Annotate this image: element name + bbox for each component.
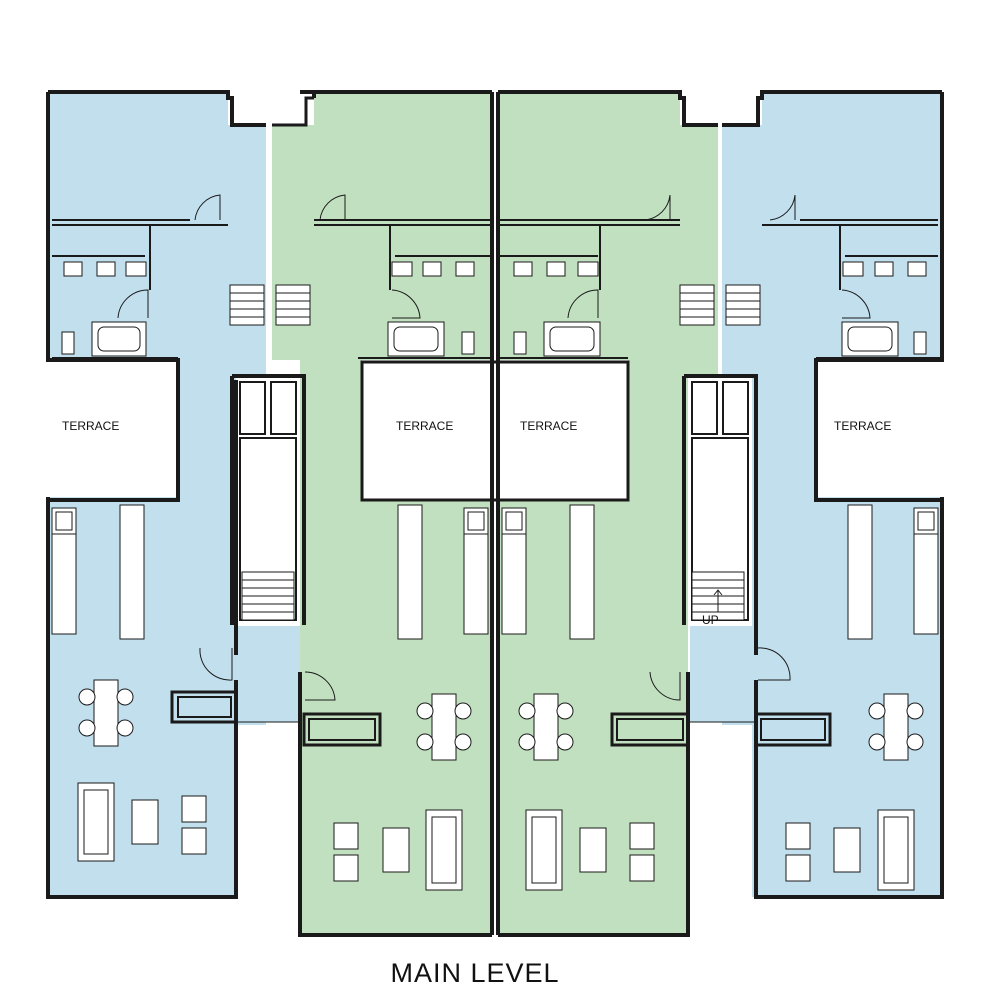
unit-2-side-floor <box>300 360 362 500</box>
unit-3-side-floor <box>628 360 688 500</box>
doors <box>117 194 871 701</box>
bath-fixtures <box>61 261 927 357</box>
unit-1-side-floor <box>178 360 233 500</box>
unit-2-corridor-top <box>272 125 314 220</box>
terrace-label-2: TERRACE <box>396 419 453 433</box>
stairs <box>229 284 761 621</box>
kitchen-fixtures <box>51 504 939 640</box>
unit-2-terrace <box>362 362 492 500</box>
furniture <box>77 679 924 891</box>
walls <box>46 90 944 937</box>
plan-title: MAIN LEVEL <box>390 958 560 988</box>
unit-1-terrace <box>48 362 178 497</box>
terrace-label-3: TERRACE <box>520 419 577 433</box>
terrace-label-4: TERRACE <box>834 419 891 433</box>
unit-2-upper-floor <box>314 92 492 222</box>
unit-4-entry-floor <box>690 625 752 722</box>
terrace-label-1: TERRACE <box>62 419 119 433</box>
unit-4-terrace <box>816 362 942 497</box>
unit-3-upper-floor <box>498 92 680 222</box>
unit-4-side-floor <box>756 360 816 500</box>
stair-up-label: UP <box>702 613 719 627</box>
unit-3-terrace <box>492 362 628 500</box>
unit-1-entry-floor <box>236 625 300 722</box>
